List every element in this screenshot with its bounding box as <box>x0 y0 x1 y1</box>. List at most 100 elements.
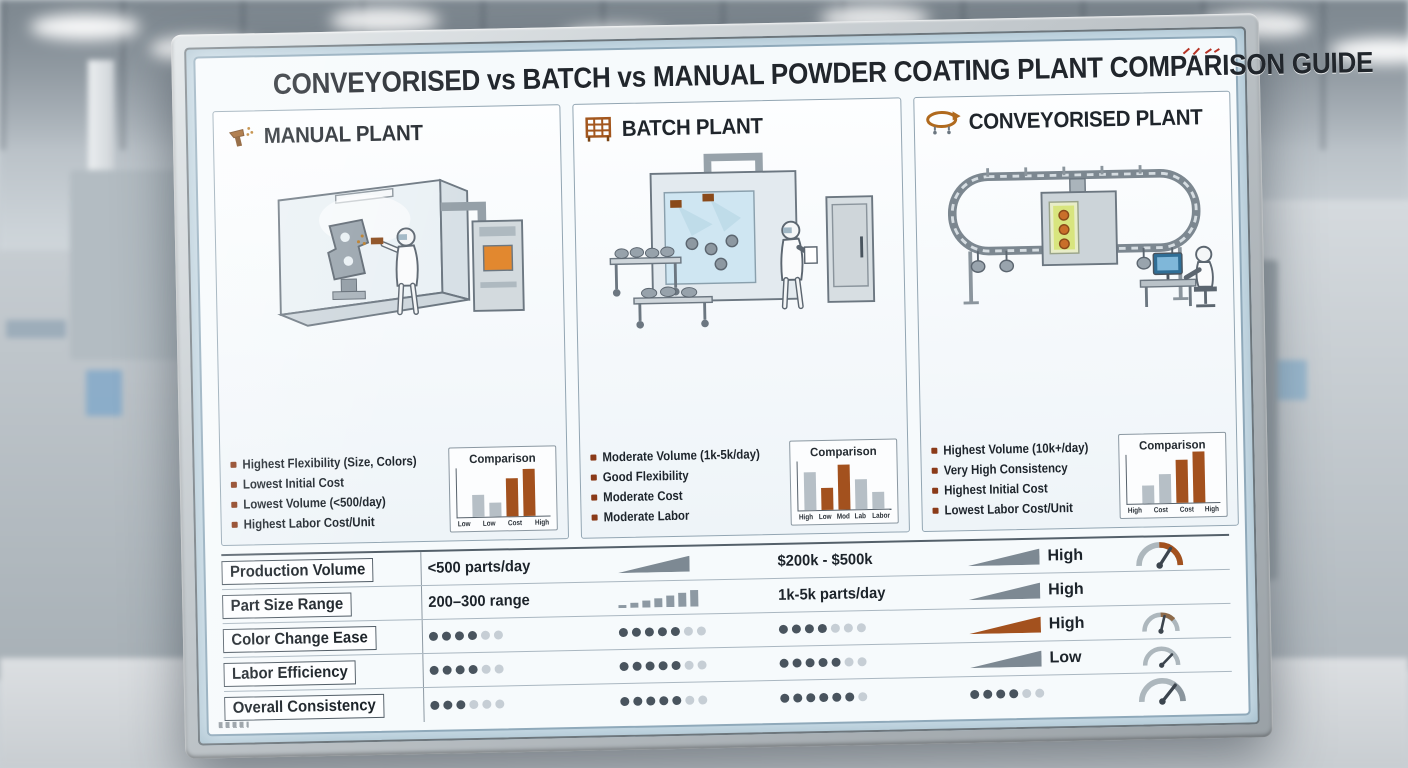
rating-dots <box>430 698 505 710</box>
red-corner-marks <box>1182 47 1220 56</box>
dot <box>983 689 993 699</box>
dot <box>697 660 707 670</box>
dot <box>495 698 505 709</box>
dot <box>455 665 465 675</box>
bullet-list: Highest Volume (10k+/day) Very High Cons… <box>931 437 1112 523</box>
bg-machinery-left <box>0 250 196 680</box>
dot <box>843 623 853 633</box>
rating-dots <box>778 623 866 634</box>
card-batch-plant: BATCH PLANT <box>572 97 910 539</box>
table-row-production-volume: Production Volume <500 parts/day $200k -… <box>221 535 1230 591</box>
dot <box>631 627 642 637</box>
mini-bar <box>837 464 851 510</box>
dot <box>632 661 642 671</box>
bg-machine-screen <box>86 370 122 416</box>
bullet-item: Lowest Initial Cost <box>230 473 441 494</box>
bg-ceiling-light <box>1330 38 1408 64</box>
rating-dots <box>779 657 867 668</box>
spray-gun-icon <box>228 127 254 147</box>
comparison-mini-chart: Comparison High Low Mod Lab Labor <box>788 438 899 526</box>
bullet-item: Lowest Volume (<500/day) <box>231 493 441 514</box>
row-label: Labor Efficiency <box>223 659 357 687</box>
table-row-color-change-ease: Color Change Ease High <box>222 603 1232 659</box>
bullet-marker <box>230 482 237 489</box>
card-title: BATCH PLANT <box>621 113 763 141</box>
dot <box>805 658 815 668</box>
dot <box>442 665 452 675</box>
dot <box>830 623 840 633</box>
dot <box>469 699 479 709</box>
dot <box>684 660 694 670</box>
bullet-item: Highest Flexibility (Size, Colors) <box>230 453 440 474</box>
dot <box>670 626 681 637</box>
bullet-item: Highest Labor Cost/Unit <box>231 513 442 534</box>
bullet-marker <box>230 462 237 469</box>
cell-gauge <box>1129 674 1233 706</box>
dot <box>831 657 841 667</box>
row-label: Part Size Range <box>222 591 352 619</box>
bullet-item: Moderate Volume (1k-5k/day) <box>590 446 781 467</box>
cell-level: Low <box>963 647 1128 668</box>
dot <box>696 626 707 636</box>
dot <box>1022 688 1032 698</box>
comparison-table: Production Volume <500 parts/day $200k -… <box>221 533 1233 727</box>
dot <box>659 695 669 705</box>
dot <box>832 692 842 702</box>
bullet-list: Moderate Volume (1k-5k/day) Good Flexibi… <box>590 443 783 529</box>
conveyor-loop-icon <box>926 111 961 135</box>
bullet-marker <box>931 468 938 475</box>
comparison-bars <box>1125 451 1221 505</box>
dot <box>778 624 788 634</box>
comparison-ticks: High Low Mod Lab Labor <box>798 510 890 522</box>
dot <box>1035 688 1045 698</box>
plant-cards: MANUAL PLANT <box>212 90 1240 547</box>
comparison-label: Comparison <box>468 450 536 467</box>
dot <box>620 696 630 706</box>
manual-plant-illustration <box>277 178 525 327</box>
dot <box>791 624 801 634</box>
card-manual-plant: MANUAL PLANT <box>212 104 569 547</box>
stepped-ramp-icon <box>618 589 699 608</box>
bullet-marker <box>932 507 939 514</box>
dot <box>633 696 643 706</box>
mini-bar <box>489 502 502 517</box>
monitor-frame: CONVEYORISED vs BATCH vs MANUAL POWDER C… <box>170 13 1373 759</box>
rating-dots <box>620 694 708 706</box>
dot <box>441 631 452 641</box>
dot <box>858 691 868 701</box>
corner-scribble <box>218 721 249 729</box>
dot <box>619 661 629 672</box>
bullet-marker <box>931 487 939 495</box>
bullet-marker <box>590 474 597 481</box>
mini-bar <box>872 491 885 509</box>
dot <box>792 658 802 668</box>
cell-gauge <box>1127 586 1230 588</box>
comparison-ticks: High Cost Cost High <box>1127 504 1220 515</box>
card-details: Highest Flexibility (Size, Colors) Lowes… <box>228 353 558 537</box>
dot <box>779 658 789 668</box>
mini-bar <box>472 494 485 518</box>
rating-dots <box>970 688 1045 699</box>
bullet-marker <box>231 501 238 509</box>
bullet-item: Moderate Labor <box>591 506 782 527</box>
dot <box>618 627 629 638</box>
dot <box>430 700 440 710</box>
dot <box>658 661 668 671</box>
comparison-mini-chart: Comparison Low Low Cost High <box>448 445 558 533</box>
cell-gauge <box>1126 537 1230 569</box>
rating-dots <box>618 626 707 638</box>
gauge-icon <box>1136 541 1184 569</box>
dot <box>657 627 668 637</box>
dot <box>454 631 465 641</box>
comparison-bars <box>455 466 551 519</box>
bg-machinery-left-upper <box>70 170 190 360</box>
bullet-item: Moderate Cost <box>591 486 782 507</box>
card-details: Moderate Volume (1k-5k/day) Good Flexibi… <box>588 347 899 530</box>
rating-dots <box>619 660 707 672</box>
dot <box>672 695 682 705</box>
rating-dots <box>780 691 868 703</box>
table-row-labor-efficiency: Labor Efficiency Low <box>223 637 1232 693</box>
bullet-marker <box>591 494 598 501</box>
cell-gauge <box>1128 639 1232 671</box>
dot <box>482 699 492 709</box>
